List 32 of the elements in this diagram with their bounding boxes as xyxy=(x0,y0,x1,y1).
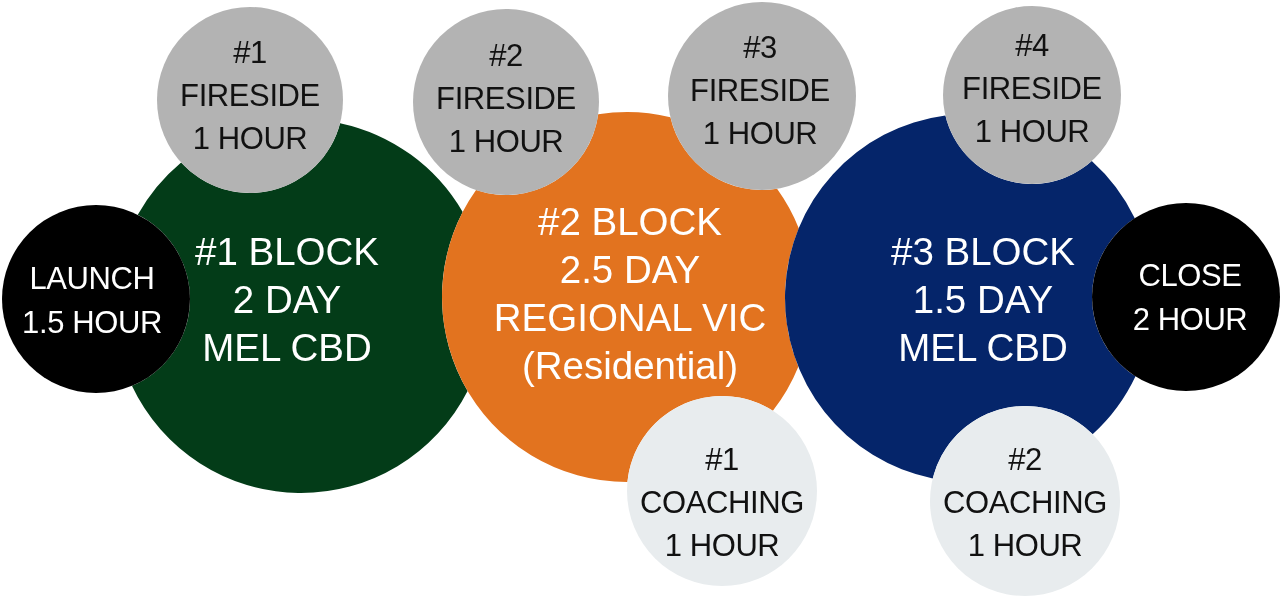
session-label: 2 HOUR xyxy=(1132,301,1248,339)
session-label: 1 HOUR xyxy=(448,122,564,161)
session-label: #1 xyxy=(705,440,739,479)
session-label: COACHING xyxy=(640,483,804,522)
session-label: LAUNCH xyxy=(29,260,155,298)
session-label: 2.5 DAY xyxy=(559,247,701,293)
session-label: #4 xyxy=(1015,26,1049,65)
session-label: #2 xyxy=(489,36,523,75)
session-label: #3 xyxy=(743,28,777,67)
session-label: 1 HOUR xyxy=(702,114,818,153)
session-label: FIRESIDE xyxy=(690,71,830,110)
session-label: MEL CBD xyxy=(202,325,372,371)
session-label: #2 BLOCK xyxy=(537,199,722,245)
session-label: #3 BLOCK xyxy=(890,229,1075,275)
session-label: (Residential) xyxy=(521,343,739,389)
session-label: 2 DAY xyxy=(232,277,342,323)
session-label: 1.5 DAY xyxy=(912,277,1054,323)
session-label: REGIONAL VIC xyxy=(493,295,767,341)
session-label: FIRESIDE xyxy=(180,76,320,115)
session-label: FIRESIDE xyxy=(962,69,1102,108)
session-label: 1 HOUR xyxy=(192,119,308,158)
session-label: 1 HOUR xyxy=(967,526,1083,565)
session-label: #1 BLOCK xyxy=(194,229,379,275)
session-label: #2 xyxy=(1008,440,1042,479)
session-label: #1 xyxy=(233,33,267,72)
session-label: 1 HOUR xyxy=(974,112,1090,151)
session-label: FIRESIDE xyxy=(436,79,576,118)
session-label: CLOSE xyxy=(1138,257,1242,295)
session-label: 1 HOUR xyxy=(664,526,780,565)
session-label: 1.5 HOUR xyxy=(22,304,162,342)
session-label: MEL CBD xyxy=(898,325,1068,371)
session-label: COACHING xyxy=(943,483,1107,522)
